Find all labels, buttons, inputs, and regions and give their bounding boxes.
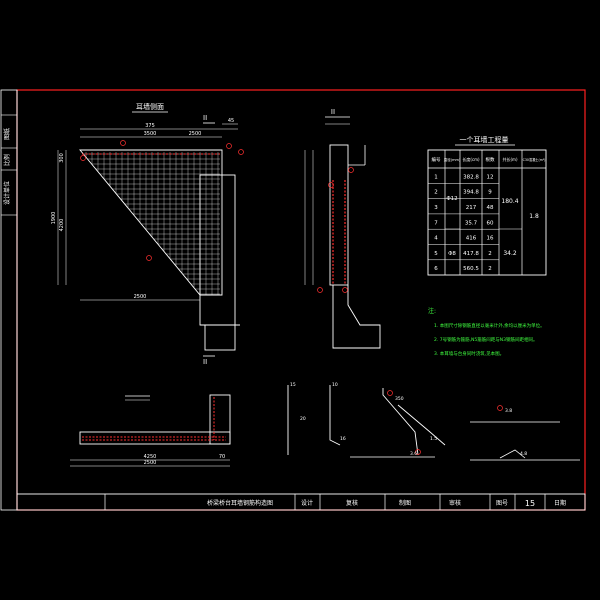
table-cell-no: 7 (434, 220, 438, 226)
section-view: II (304, 108, 381, 349)
section-view-title: II (331, 108, 335, 116)
header-total: 共长(m) (502, 156, 517, 162)
title-block: 桥梁桥台耳墙钢筋构造图 设计 复核 制图 审核 图号 15 日期 (16, 493, 586, 511)
table-cell-length: 382.8 (463, 174, 479, 180)
dia-b: Φ8 (448, 251, 456, 257)
detail-dim-label: 16 (340, 436, 346, 442)
detail-dim-label: 1.5 (430, 436, 437, 442)
side-label-2: 比例 (3, 154, 11, 166)
rebar-callout (146, 255, 152, 261)
table-cell-no: 5 (434, 251, 438, 257)
plan-view: 4250 2500 70 (70, 394, 231, 467)
table-cell-no: 4 (434, 236, 438, 242)
table-cell-no: 3 (434, 205, 438, 211)
section-mark-bottom: II (203, 358, 207, 366)
table-cell-count: 2 (488, 266, 492, 272)
header-dia: 直径(mm) (444, 157, 461, 162)
header-concrete: C30混凝土(m³) (523, 157, 546, 162)
header-no: 编号 (432, 156, 441, 163)
dim-left-3: 4200 (59, 219, 65, 232)
notes-block: 注: 1. 本图尺寸除钢筋直径以毫米计外,余均以厘米为单位。 2. 7号钢筋为箍… (428, 307, 545, 357)
plan-dim-3: 70 (219, 454, 225, 460)
table-cell-count: 12 (487, 174, 494, 180)
header-count: 根数 (486, 156, 495, 163)
design-label: 设计 (301, 499, 313, 507)
table-cell-length: 217 (466, 205, 477, 211)
table-cell-length: 560.5 (463, 266, 479, 272)
plan-dim-2: 2500 (144, 460, 157, 466)
note-2: 2. 7号钢筋为箍筋,N5箍筋间距与N3钢筋间距相同。 (434, 336, 537, 343)
detail-dim-label: 350 (395, 396, 404, 402)
dim-bottom-span: 2500 (134, 294, 147, 300)
review-label: 审核 (449, 499, 461, 507)
total-b: 34.2 (503, 250, 517, 257)
table-cell-count: 9 (488, 190, 492, 196)
dim-top-3: 3500 (144, 131, 157, 137)
detail-dim-label: 3.8 (505, 408, 512, 414)
table-cell-length: 394.8 (463, 190, 479, 196)
rebar-grid (80, 140, 244, 295)
detail-dim-label: 4.8 (520, 451, 527, 457)
dim-top-2: 45 (228, 118, 234, 124)
check-label: 复核 (346, 499, 358, 507)
total-a: 180.4 (501, 198, 518, 205)
dim-top-1: 375 (145, 123, 155, 129)
dim-left-1: 1900 (51, 212, 57, 225)
rebar-callout (238, 149, 244, 155)
side-label-1: 图纸 (3, 128, 11, 140)
table-cell-no: 6 (434, 266, 438, 272)
detail-dim-label: 20 (300, 416, 306, 422)
bar-details: 15 10 20 16 350 3.6 1.5 3.8 4.8 (287, 382, 580, 461)
elevation-title: 耳墙侧面 (136, 102, 164, 111)
detail-dim-label: 15 (290, 382, 296, 388)
side-label-3: 设计单位 (3, 181, 11, 205)
date-label: 日期 (554, 499, 566, 507)
drawing-title: 桥梁桥台耳墙钢筋构造图 (207, 499, 273, 507)
dia-a: Φ12 (446, 196, 457, 202)
section-mark-top: II (203, 114, 207, 122)
table-rows: 1 382.8 12 2 394.8 9 3 217 48 7 35.7 60 4 416 16 5 417.8… (428, 174, 522, 272)
table-title: 一个耳墙工程量 (460, 135, 509, 144)
rebar-callout (226, 143, 232, 149)
table-cell-length: 416 (466, 236, 477, 242)
dim-top-4: 2500 (189, 131, 202, 137)
concrete-volume: 1.8 (529, 213, 539, 220)
note-1: 1. 本图尺寸除钢筋直径以毫米计外,余均以厘米为单位。 (434, 322, 545, 329)
rebar-callout (80, 155, 86, 161)
table-cell-no: 2 (434, 190, 438, 196)
note-3: 3. 本耳墙与台身同时浇筑,见本图。 (434, 350, 504, 357)
sheet-number: 15 (525, 499, 535, 508)
elevation-view: 耳墙侧面 II II 375 45 3500 2500 1900 300 420… (51, 102, 244, 366)
draw-label: 制图 (399, 499, 411, 507)
detail-dim-label: 3.6 (410, 451, 417, 457)
dim-left-2: 300 (59, 153, 65, 163)
table-cell-count: 60 (487, 220, 494, 226)
table-cell-no: 1 (434, 174, 438, 180)
table-cell-length: 417.8 (463, 251, 479, 257)
table-cell-count: 48 (487, 205, 494, 211)
quantity-table: 一个耳墙工程量 1 382.8 12 2 394.8 9 3 217 48 7 35.7 60 4 416… (427, 135, 547, 276)
notes-heading: 注: (428, 307, 436, 315)
table-cell-count: 16 (487, 236, 494, 242)
rebar-callout (120, 140, 126, 146)
detail-dim-label: 10 (332, 382, 338, 388)
table-cell-count: 2 (488, 251, 492, 257)
detail-labels: 15 10 20 16 350 3.6 1.5 3.8 4.8 (290, 382, 527, 457)
side-label-strip: 图纸 比例 设计单位 (0, 89, 18, 511)
sheet-label: 图号 (496, 500, 508, 507)
table-cell-length: 35.7 (465, 220, 478, 226)
header-len: 长度(cm) (462, 156, 480, 162)
plan-dim-1: 4250 (144, 454, 157, 460)
